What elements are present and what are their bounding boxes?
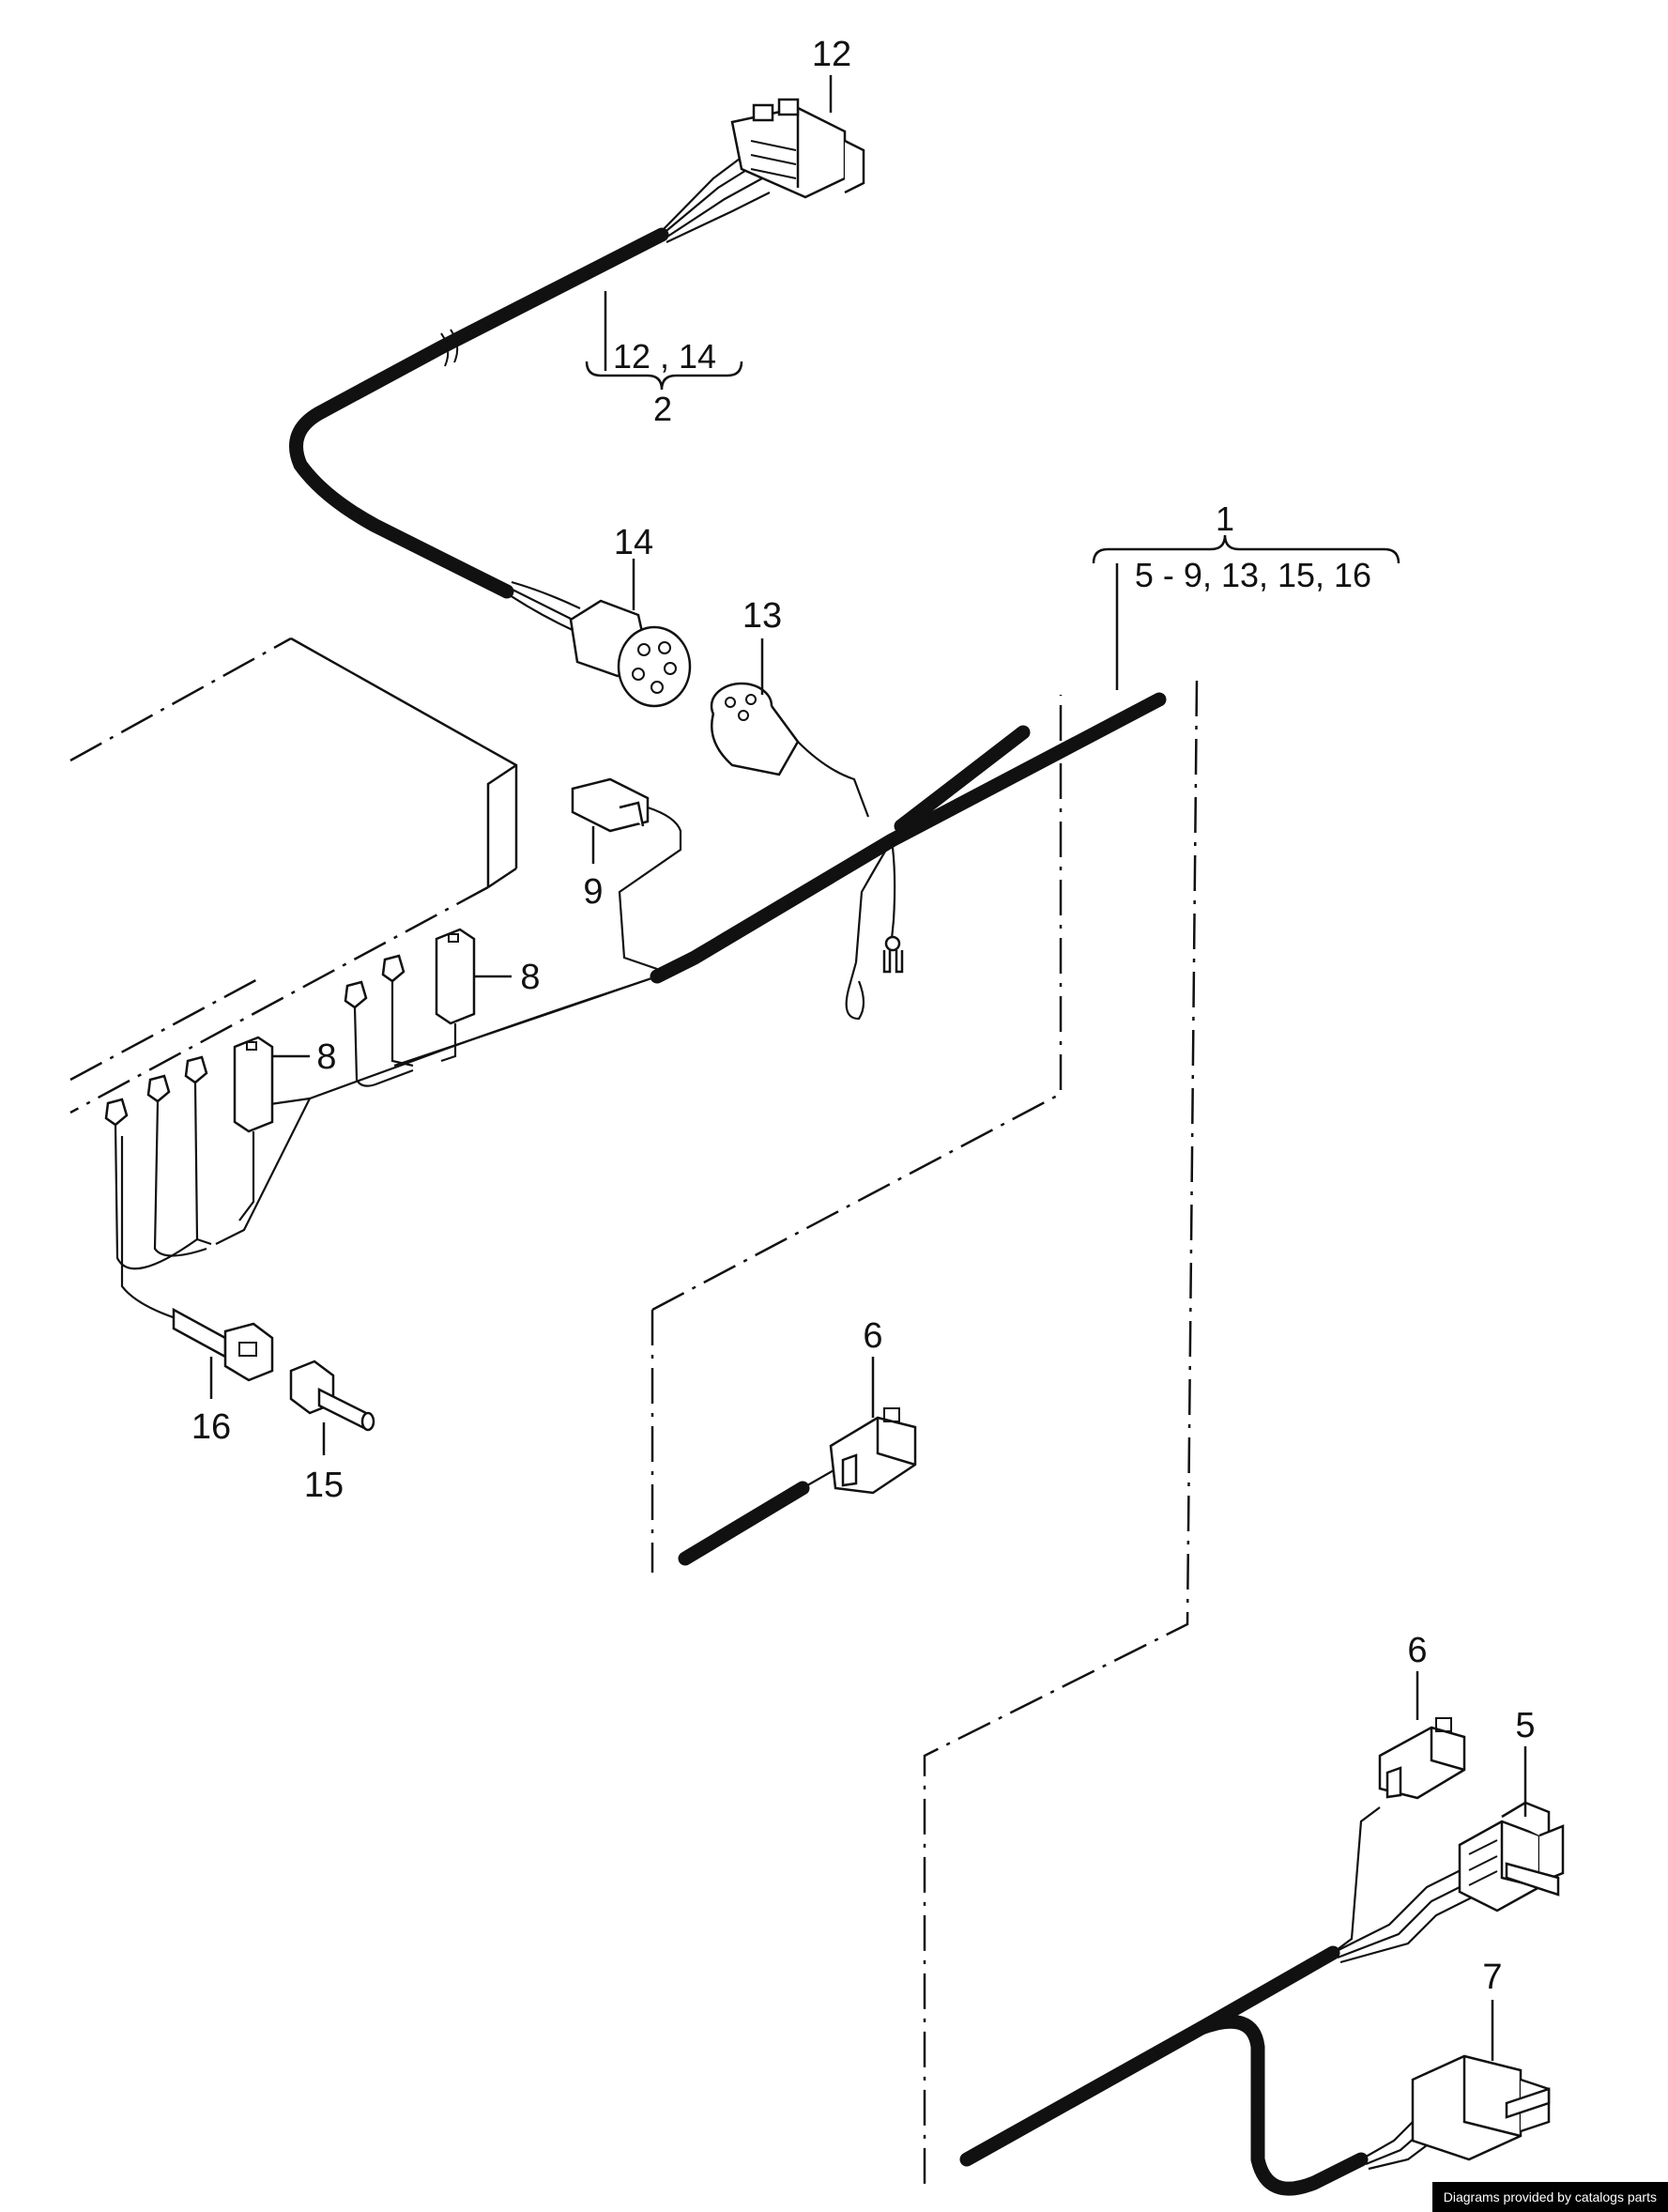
- harness-segment-6: [678, 1468, 836, 1566]
- connector-13: [710, 682, 870, 818]
- harness-2: [289, 227, 669, 599]
- sensor-16: [172, 1307, 274, 1382]
- sensor-clips-upper: [344, 954, 414, 1087]
- callout-9: 9: [583, 872, 603, 912]
- part-14-wires: [506, 580, 581, 632]
- wire-branch: [215, 1098, 311, 1245]
- connector-6-middle: [829, 1407, 917, 1495]
- group-bracket-1: [1092, 534, 1400, 564]
- connector-12: [730, 98, 865, 199]
- harness-1-main: [243, 692, 1167, 1110]
- relay-8-lower: [233, 1036, 274, 1221]
- harness-segment-lower: [959, 1806, 1475, 2196]
- callout-8-upper: 8: [520, 958, 540, 997]
- connector-6-lower: [1378, 1717, 1466, 1800]
- group-bracket-2: [585, 361, 743, 391]
- connector-9: [571, 777, 650, 833]
- detail-frame-6: [650, 680, 1199, 2188]
- callout-8-lower: 8: [316, 1037, 336, 1077]
- callout-15: 15: [304, 1466, 344, 1505]
- connector-7: [1411, 2054, 1551, 2161]
- callout-13: 13: [742, 596, 782, 636]
- group-2-number: 2: [653, 390, 672, 428]
- part-12-wires: [661, 149, 771, 243]
- group-1-number: 1: [1216, 499, 1234, 538]
- leader-lines: [209, 75, 1527, 2061]
- callout-5: 5: [1515, 1706, 1535, 1745]
- group-1-contents: 5 - 9, 13, 15, 16: [1135, 556, 1371, 594]
- credit-badge: Diagrams provided by catalogs parts: [1431, 2182, 1668, 2212]
- connector-14: [569, 599, 692, 708]
- ring-terminals: [845, 919, 904, 1021]
- sensor-15: [289, 1359, 375, 1432]
- group-2-contents: 12 , 14: [613, 337, 716, 376]
- callout-6-lower: 6: [1407, 1631, 1427, 1670]
- connector-5: [1458, 1801, 1565, 1912]
- callout-14: 14: [614, 523, 653, 562]
- control-unit-housing: [69, 637, 518, 1114]
- callout-12: 12: [812, 35, 851, 74]
- sensor-clips-lower: [104, 1055, 212, 1321]
- callout-16: 16: [191, 1407, 231, 1447]
- callout-7: 7: [1482, 1958, 1502, 1997]
- relay-8-upper: [435, 928, 476, 1063]
- callout-6-middle: 6: [863, 1316, 882, 1356]
